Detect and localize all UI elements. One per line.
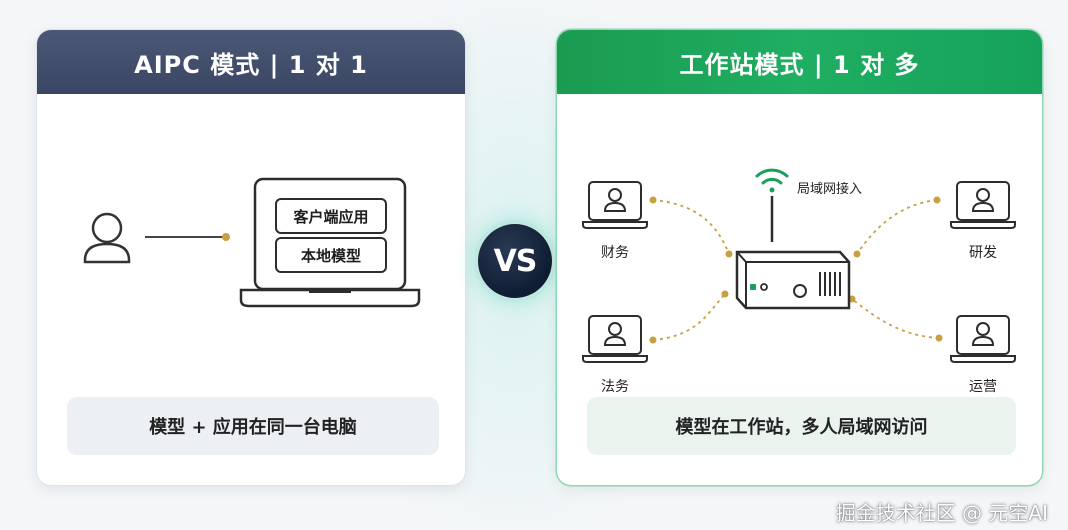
connector-rnd: [856, 199, 938, 255]
connector-legal: [652, 293, 726, 341]
wifi-icon: [755, 168, 789, 193]
local-model-box: 本地模型: [275, 237, 387, 273]
lan-access-label: 局域网接入: [797, 182, 863, 197]
aipc-card-title: AIPC 模式 | 1 对 1: [37, 30, 465, 94]
laptop-ops-icon: [950, 315, 1016, 363]
laptop-rnd-icon: [950, 181, 1016, 229]
aipc-card-body: 客户端应用 本地模型 模型 + 应用在同一台电脑: [37, 94, 465, 485]
vs-badge: VS: [478, 224, 552, 298]
watermark: 掘金技术社区 @ 元空AI: [835, 501, 1048, 525]
aipc-mode-card: AIPC 模式 | 1 对 1 客户端应用 本地模型 模型 + 应用在同一台电脑: [37, 30, 465, 485]
dept-rnd-label: 研发: [969, 245, 997, 261]
workstation-caption: 模型在工作站，多人局域网访问: [587, 397, 1016, 455]
dept-legal-label: 法务: [601, 379, 629, 395]
client-app-box: 客户端应用: [275, 198, 387, 234]
dept-ops-label: 运营: [969, 379, 997, 395]
connector-finance: [652, 199, 730, 255]
laptop-finance-icon: [582, 181, 648, 229]
workstation-diagram: [582, 168, 1016, 363]
laptop-legal-icon: [582, 315, 648, 363]
workstation-card-title: 工作站模式 | 1 对 多: [557, 30, 1042, 94]
aipc-caption: 模型 + 应用在同一台电脑: [67, 397, 439, 455]
workstation-card-body: 局域网接入 财务 法务 研发 运营 模型在工作站，多人局域网访问: [557, 94, 1042, 485]
workstation-mode-card: 工作站模式 | 1 对 多: [557, 30, 1042, 485]
workstation-device-icon: [735, 250, 851, 310]
user-icon: [83, 212, 131, 264]
connector-ops: [851, 298, 940, 339]
dept-finance-label: 财务: [601, 245, 629, 261]
connector-dot: [222, 233, 230, 241]
